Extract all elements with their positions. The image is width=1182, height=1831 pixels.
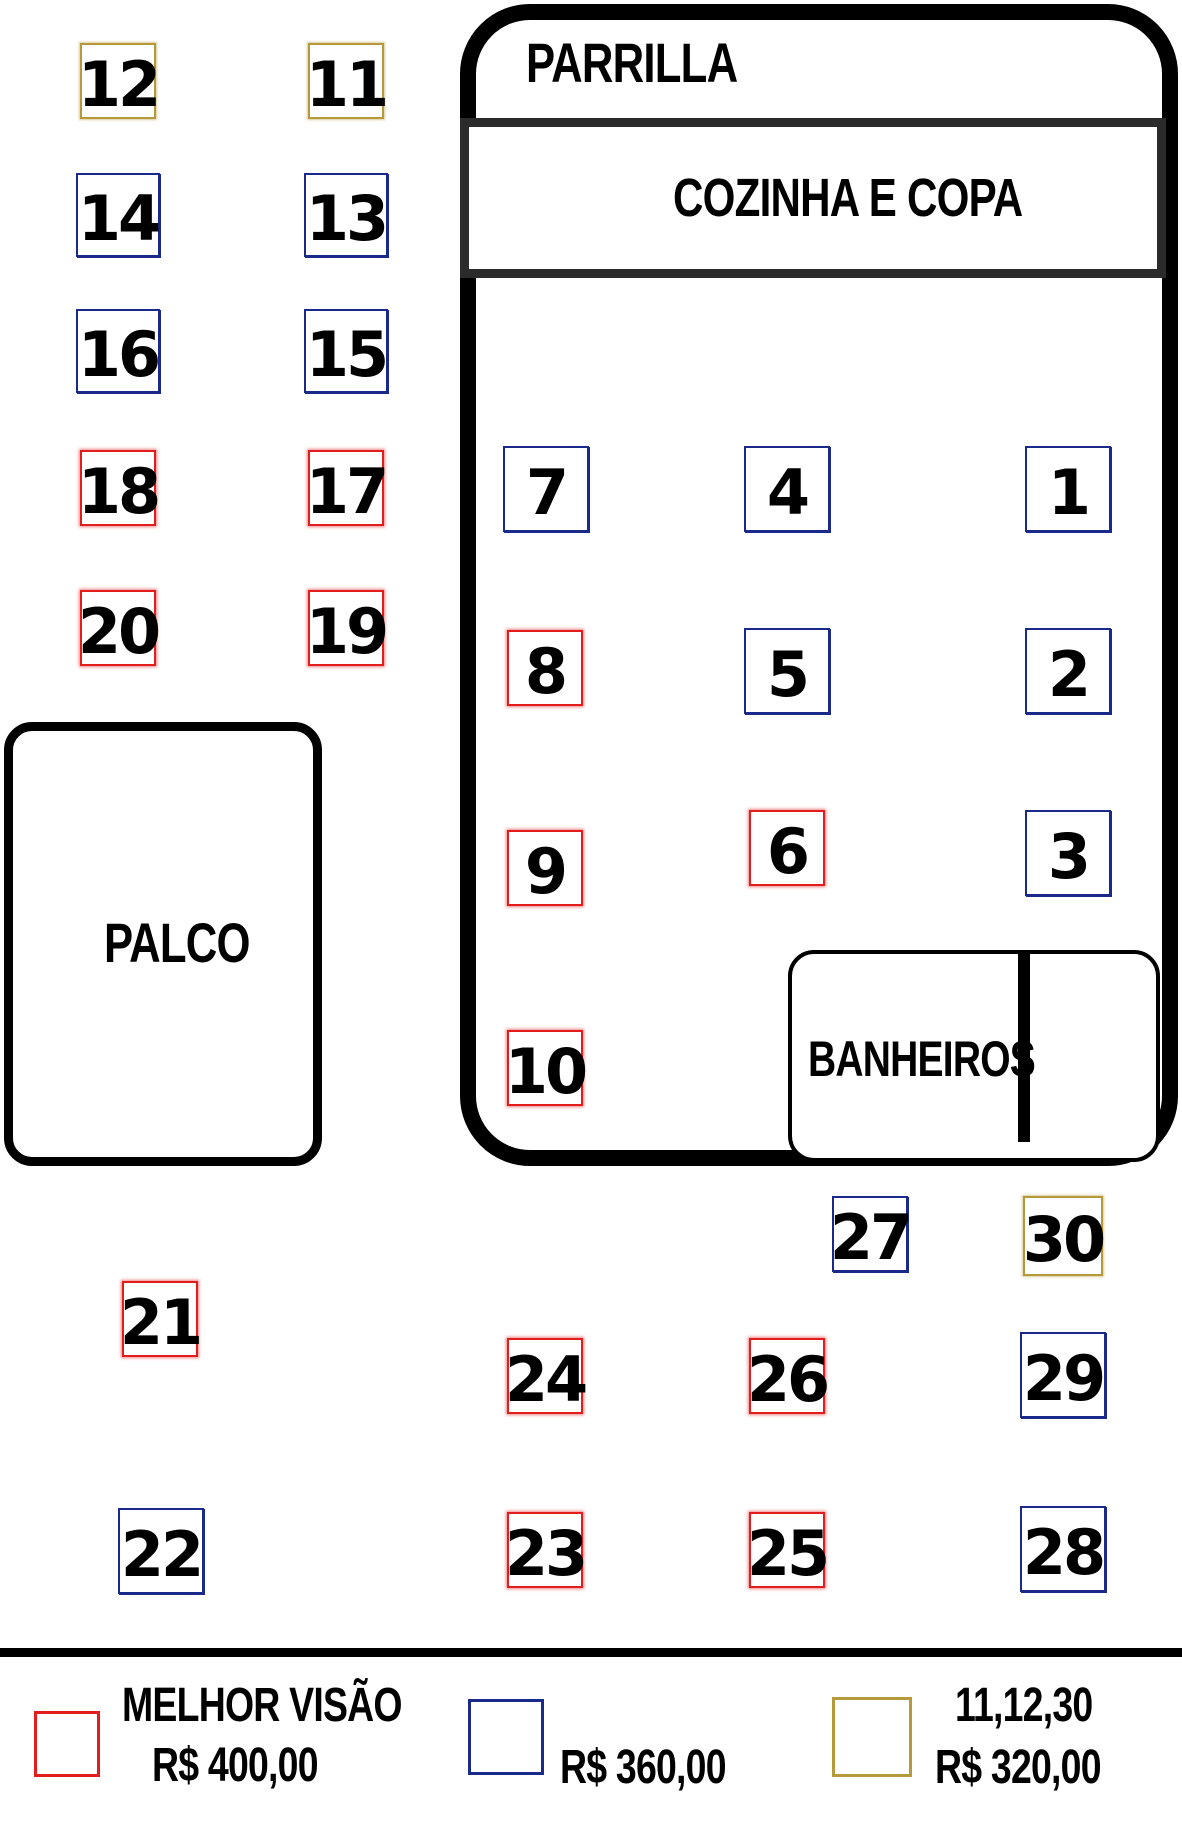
banheiros-label: BANHEIROS [808,1031,1036,1087]
table-4[interactable]: 4 [744,446,830,532]
table-9[interactable]: 9 [507,830,583,906]
bathrooms-area [788,950,1160,1162]
table-29[interactable]: 29 [1020,1332,1106,1418]
cozinha-label: COZINHA E COPA [673,168,1023,228]
table-23[interactable]: 23 [505,1512,588,1588]
table-18[interactable]: 18 [78,450,161,526]
table-25[interactable]: 25 [747,1512,830,1588]
legend-gold-line1: 11,12,30 [955,1679,1093,1732]
table-14[interactable]: 14 [76,173,161,257]
table-16[interactable]: 16 [76,309,161,393]
table-24[interactable]: 24 [505,1338,588,1414]
legend-red-line1: MELHOR VISÃO [122,1679,403,1732]
table-12[interactable]: 12 [78,43,161,119]
table-5[interactable]: 5 [744,628,830,714]
table-11[interactable]: 11 [306,43,389,119]
legend-swatch-gold [832,1697,912,1777]
parrilla-label: PARRILLA [526,31,738,94]
legend-red-price: R$ 400,00 [152,1739,319,1792]
table-21[interactable]: 21 [120,1281,203,1357]
table-8[interactable]: 8 [507,630,583,706]
stage-area [4,722,322,1166]
legend-divider [0,1648,1182,1657]
legend-swatch-blue [468,1699,544,1775]
table-22[interactable]: 22 [118,1508,204,1594]
table-6[interactable]: 6 [749,810,825,886]
palco-label: PALCO [104,911,251,974]
table-28[interactable]: 28 [1020,1506,1106,1592]
table-20[interactable]: 20 [78,590,161,666]
legend-blue-price: R$ 360,00 [560,1741,727,1794]
table-3[interactable]: 3 [1025,810,1111,896]
table-1[interactable]: 1 [1025,446,1111,532]
table-27[interactable]: 27 [830,1196,913,1272]
legend-swatch-red [34,1711,100,1777]
table-10[interactable]: 10 [505,1030,588,1106]
table-26[interactable]: 26 [747,1338,830,1414]
table-19[interactable]: 19 [306,590,389,666]
table-7[interactable]: 7 [503,446,589,532]
cozinha-band [460,118,1166,278]
table-17[interactable]: 17 [306,450,389,526]
table-30[interactable]: 30 [1023,1196,1106,1276]
legend-gold-price: R$ 320,00 [935,1741,1102,1794]
bathroom-divider [1018,952,1030,1142]
table-2[interactable]: 2 [1025,628,1111,714]
table-13[interactable]: 13 [304,173,389,257]
table-15[interactable]: 15 [304,309,389,393]
